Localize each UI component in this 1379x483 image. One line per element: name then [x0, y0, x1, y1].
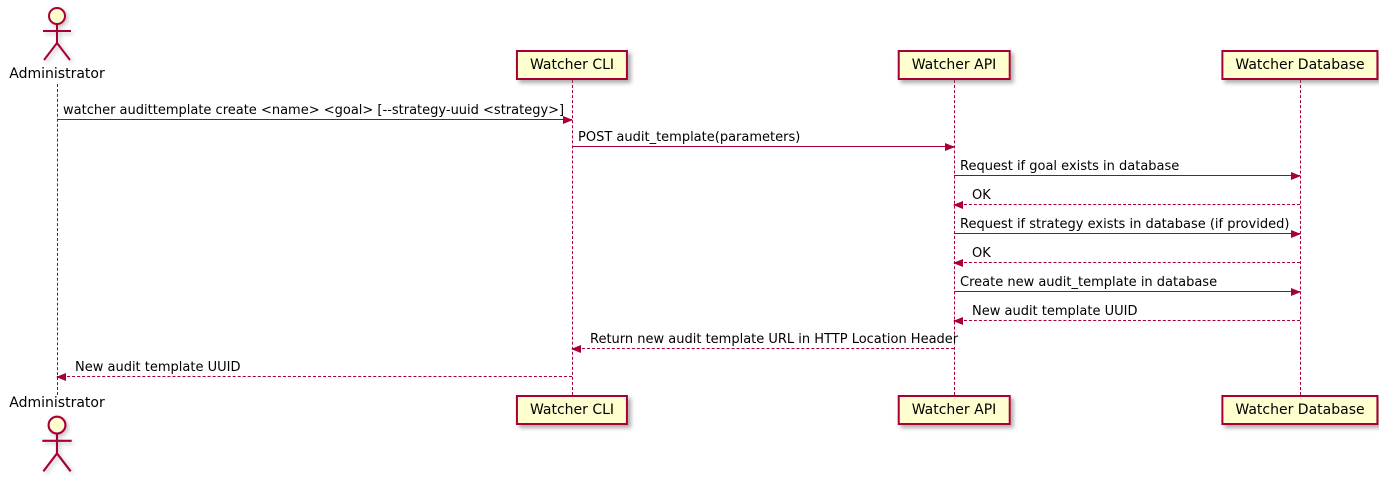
message-new-audit-template-uuid-cli: New audit template UUID [56, 357, 572, 381]
lifeline-watcher-api [954, 80, 955, 395]
message-label: New audit template UUID [972, 304, 1138, 319]
arrowhead-right-icon [1291, 172, 1301, 180]
arrowhead-left-icon [953, 201, 963, 209]
message-label: Return new audit template URL in HTTP Lo… [590, 332, 959, 347]
actor-administrator-bottom [36, 412, 78, 476]
participant-box-watcher-database-bottom: Watcher Database [1221, 395, 1379, 425]
arrowhead-left-icon [571, 345, 581, 353]
message-label: Create new audit_template in database [960, 275, 1218, 290]
actor-administrator-top [37, 5, 77, 63]
message-create-audit-template-db: Create new audit_template in database [954, 272, 1301, 296]
message-new-audit-template-uuid-db: New audit template UUID [953, 301, 1300, 325]
message-label: OK [972, 188, 991, 203]
lifeline-administrator [57, 84, 58, 395]
arrowhead-right-icon [1291, 230, 1301, 238]
message-label: POST audit_template(parameters) [578, 130, 801, 145]
actor-icon [43, 7, 71, 61]
arrowhead-right-icon [563, 116, 573, 124]
arrowhead-right-icon [1291, 288, 1301, 296]
actor-label-administrator-bottom: Administrator [9, 395, 105, 411]
message-request-goal-exists: Request if goal exists in database [954, 156, 1301, 180]
message-strategy-ok: OK [953, 243, 1300, 267]
message-goal-ok: OK [953, 185, 1300, 209]
actor-icon [42, 415, 72, 472]
message-return-url-location-header: Return new audit template URL in HTTP Lo… [571, 329, 958, 353]
message-label: Request if strategy exists in database (… [960, 217, 1290, 232]
message-label: watcher audittemplate create <name> <goa… [63, 103, 565, 118]
message-request-strategy-exists: Request if strategy exists in database (… [954, 214, 1301, 238]
participant-box-watcher-cli-bottom: Watcher CLI [515, 395, 629, 425]
participant-box-watcher-api-top: Watcher API [897, 50, 1011, 80]
arrowhead-left-icon [953, 317, 963, 325]
message-post-audit-template: POST audit_template(parameters) [572, 127, 955, 151]
participant-box-watcher-api-bottom: Watcher API [897, 395, 1011, 425]
lifeline-watcher-cli [572, 80, 573, 395]
arrowhead-right-icon [945, 143, 955, 151]
message-label: New audit template UUID [75, 360, 241, 375]
arrowhead-left-icon [953, 259, 963, 267]
actor-label-administrator-top: Administrator [9, 66, 105, 82]
message-create-audittemplate: watcher audittemplate create <name> <goa… [57, 100, 573, 124]
participant-box-watcher-database-top: Watcher Database [1221, 50, 1379, 80]
arrowhead-left-icon [56, 373, 66, 381]
message-label: OK [972, 246, 991, 261]
message-label: Request if goal exists in database [960, 159, 1180, 174]
participant-box-watcher-cli-top: Watcher CLI [515, 50, 629, 80]
